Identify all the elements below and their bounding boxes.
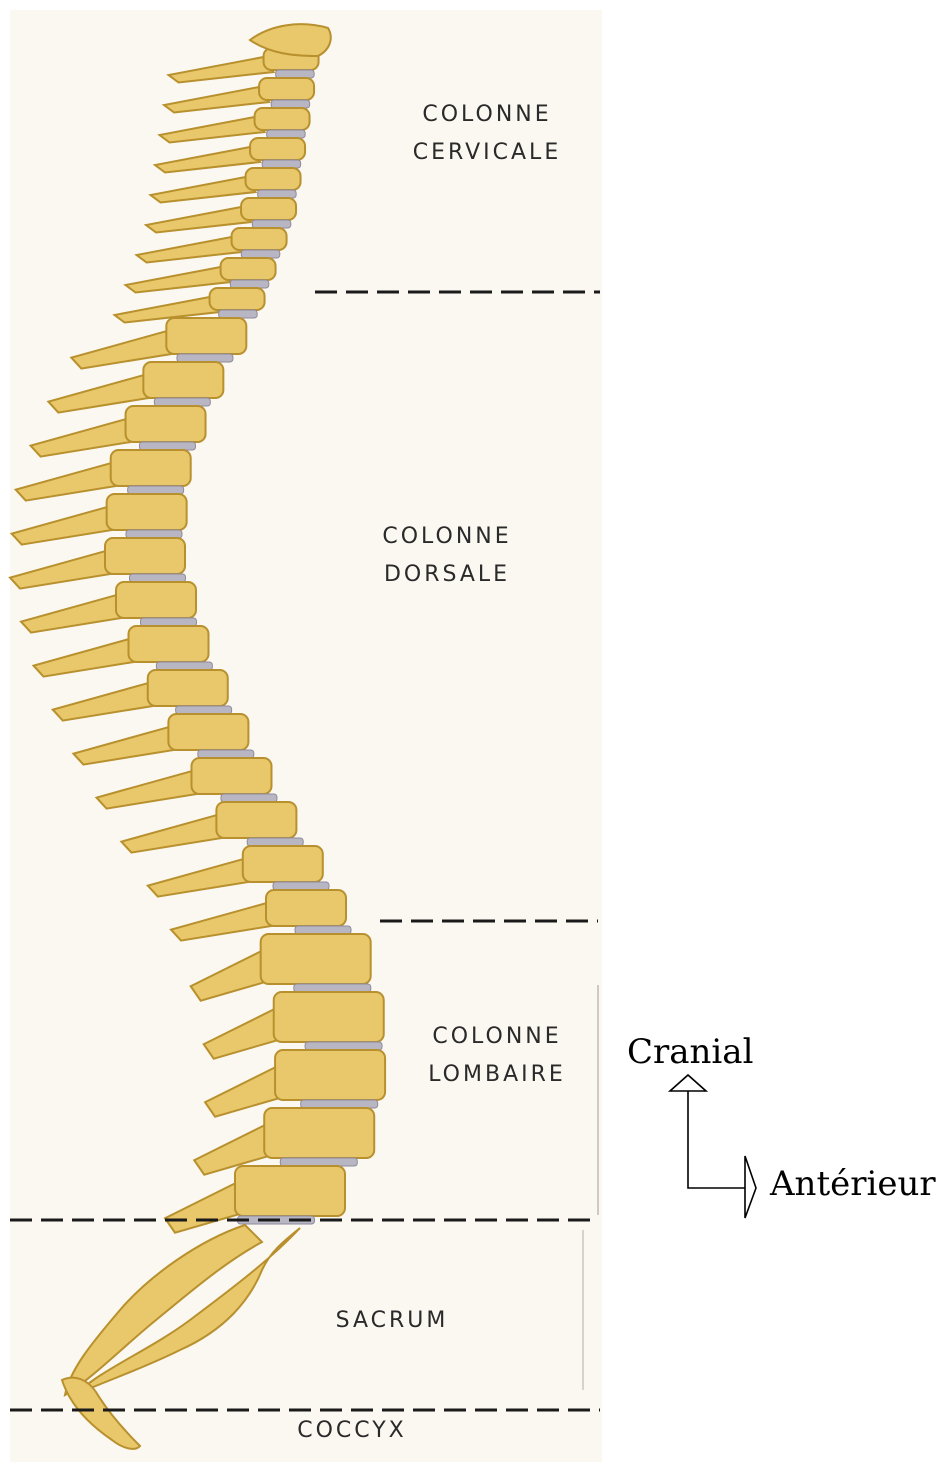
vertebral-body	[129, 626, 209, 662]
intervertebral-disc	[301, 1100, 378, 1108]
intervertebral-disc	[154, 398, 210, 406]
label-line: COCCYX	[252, 1412, 452, 1450]
spinous-process	[160, 117, 265, 143]
orientation-cranial-label: Cranial	[627, 1032, 753, 1072]
spinous-process	[151, 177, 256, 203]
vertebral-body	[241, 198, 296, 220]
coccyx-bone	[62, 1378, 140, 1449]
intervertebral-disc	[176, 706, 232, 714]
label-line: COLONNE	[372, 96, 602, 134]
vertebral-body	[111, 450, 191, 486]
intervertebral-disc	[156, 662, 212, 670]
label-line: CERVICALE	[372, 134, 602, 172]
intervertebral-disc	[177, 354, 233, 362]
spinous-process	[34, 639, 139, 676]
intervertebral-disc	[241, 250, 279, 258]
spinous-process	[164, 87, 269, 113]
vertebral-body	[264, 1108, 374, 1158]
vertebral-body	[221, 258, 276, 280]
intervertebral-disc	[271, 100, 310, 108]
label-colonne-dorsale: COLONNE DORSALE	[332, 518, 562, 594]
vertebral-body	[266, 890, 346, 926]
orientation-anterior-label: Antérieur	[770, 1164, 936, 1204]
intervertebral-disc	[198, 750, 254, 758]
orientation-arrows	[670, 1075, 756, 1218]
spinous-process	[73, 727, 178, 764]
spinous-process	[169, 57, 274, 83]
vertebral-body	[246, 168, 301, 190]
vertebral-column	[10, 24, 385, 1449]
label-line: DORSALE	[332, 556, 562, 594]
label-line: SACRUM	[292, 1302, 492, 1340]
label-line: COLONNE	[382, 1018, 612, 1056]
label-colonne-lombaire: COLONNE LOMBAIRE	[382, 1018, 612, 1094]
vertebral-body	[259, 78, 314, 100]
spinous-process	[165, 1183, 245, 1232]
vertebral-body	[261, 934, 371, 984]
label-colonne-cervicale: COLONNE CERVICALE	[372, 96, 602, 172]
intervertebral-disc	[276, 70, 315, 78]
intervertebral-disc	[273, 882, 329, 890]
vertebral-body	[148, 670, 228, 706]
vertebral-body	[275, 1050, 385, 1100]
intervertebral-disc	[262, 160, 301, 168]
vertebral-body	[143, 362, 223, 398]
label-coccyx: COCCYX	[252, 1412, 452, 1450]
intervertebral-disc	[219, 310, 258, 318]
vertebral-body	[166, 318, 246, 354]
vertebral-body	[105, 538, 185, 574]
vertebral-body	[232, 228, 287, 250]
intervertebral-disc	[126, 530, 182, 538]
intervertebral-disc	[230, 280, 268, 288]
intervertebral-disc	[252, 220, 290, 228]
spinous-process	[97, 771, 202, 808]
vertebral-body	[255, 108, 310, 130]
spinous-process	[191, 951, 271, 1000]
intervertebral-disc	[258, 190, 297, 198]
spinous-process	[171, 903, 276, 940]
spinous-process	[148, 859, 253, 896]
vertebral-body	[116, 582, 196, 618]
spinous-process	[21, 595, 126, 632]
label-sacrum: SACRUM	[292, 1302, 492, 1340]
vertebral-body	[126, 406, 206, 442]
intervertebral-disc	[294, 984, 371, 992]
vertebral-body	[235, 1166, 345, 1216]
vertebral-body	[216, 802, 296, 838]
spinous-process	[10, 551, 115, 588]
vertebral-body	[168, 714, 248, 750]
vertebral-body	[192, 758, 272, 794]
intervertebral-disc	[130, 574, 186, 582]
intervertebral-disc	[305, 1042, 382, 1050]
intervertebral-disc	[280, 1158, 357, 1166]
intervertebral-disc	[141, 618, 197, 626]
vertebral-body	[107, 494, 187, 530]
vertebral-body	[243, 846, 323, 882]
vertebral-body	[210, 288, 265, 310]
spinous-process	[12, 507, 117, 544]
atlas-vertebra	[250, 24, 331, 56]
intervertebral-disc	[128, 486, 184, 494]
cranial-arrow-icon	[670, 1075, 706, 1091]
intervertebral-disc	[221, 794, 277, 802]
label-line: COLONNE	[332, 518, 562, 556]
spinous-process	[121, 815, 226, 852]
intervertebral-disc	[247, 838, 303, 846]
spinous-process	[53, 683, 158, 720]
orientation-axis	[688, 1088, 745, 1188]
spinous-process	[16, 463, 121, 500]
vertebral-body	[274, 992, 384, 1042]
spinous-process	[204, 1009, 284, 1058]
intervertebral-disc	[267, 130, 306, 138]
intervertebral-disc	[139, 442, 195, 450]
label-line: LOMBAIRE	[382, 1056, 612, 1094]
spinous-process	[155, 147, 260, 173]
vertebral-body	[250, 138, 305, 160]
intervertebral-disc	[295, 926, 351, 934]
anterior-arrow-icon	[745, 1156, 756, 1218]
